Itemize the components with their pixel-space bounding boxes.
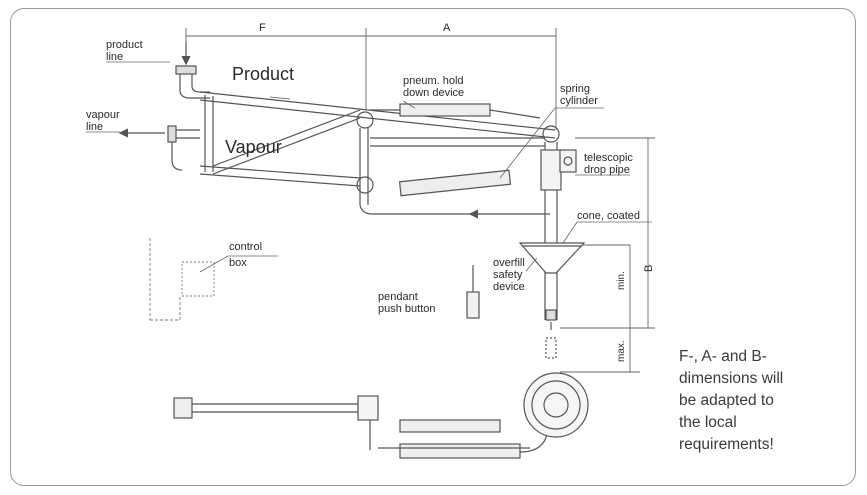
pendant-label-1: pendant	[378, 291, 418, 303]
overfill-label-3: device	[493, 281, 525, 293]
note-line: requirements!	[679, 436, 774, 453]
pneum-hold-label-1: pneum. hold	[403, 75, 464, 87]
telescopic-label-1: telescopic	[584, 152, 633, 164]
dimensions-note: F-, A- and B- dimensions will be adapted…	[679, 346, 854, 456]
vapour-line-pipe	[118, 125, 361, 187]
cone	[518, 242, 586, 274]
arm-structure	[204, 95, 430, 215]
note-line: the local	[679, 414, 737, 431]
pneum-cylinder	[370, 103, 545, 147]
note-line: F-, A- and B-	[679, 348, 767, 365]
product-pipe	[199, 91, 556, 139]
control-box	[149, 238, 215, 321]
control-box-label-2: box	[229, 257, 247, 269]
pendant	[466, 265, 480, 319]
overfill-label-2: safety	[493, 269, 523, 281]
labels: product line Product Vapour vapour line …	[86, 39, 640, 315]
dimension-a: A	[443, 22, 451, 34]
plan-view	[173, 372, 589, 459]
dimension-max: max.	[616, 340, 627, 362]
product-line-pipe	[175, 42, 210, 99]
vapour-line-label-1: vapour	[86, 109, 120, 121]
cone-label: cone, coated	[577, 210, 640, 222]
note-line: be adapted to	[679, 392, 774, 409]
product-label: Product	[232, 64, 294, 84]
overfill-label-1: overfill	[493, 257, 525, 269]
vapour-line-label-2: line	[86, 121, 103, 133]
pneum-hold-label-2: down device	[403, 87, 464, 99]
pendant-label-2: push button	[378, 303, 436, 315]
product-line-label-2: line	[106, 51, 123, 63]
dimension-min: min.	[616, 271, 627, 290]
product-line-label-1: product	[106, 39, 143, 51]
telescopic-label-2: drop pipe	[584, 164, 630, 176]
diagram-frame	[10, 8, 856, 486]
spring-cylinder-label-1: spring	[560, 83, 590, 95]
control-box-label-1: control	[229, 241, 262, 253]
dimension-lines	[185, 28, 655, 373]
dimension-b: B	[643, 265, 655, 272]
vapour-label: Vapour	[225, 137, 282, 157]
dimension-f: F	[259, 22, 266, 34]
spring-cylinder-label-2: cylinder	[560, 95, 598, 107]
spring-cylinder	[398, 169, 550, 219]
leader-lines	[86, 61, 652, 273]
drop-pipe	[540, 125, 577, 359]
note-line: dimensions will	[679, 370, 784, 387]
